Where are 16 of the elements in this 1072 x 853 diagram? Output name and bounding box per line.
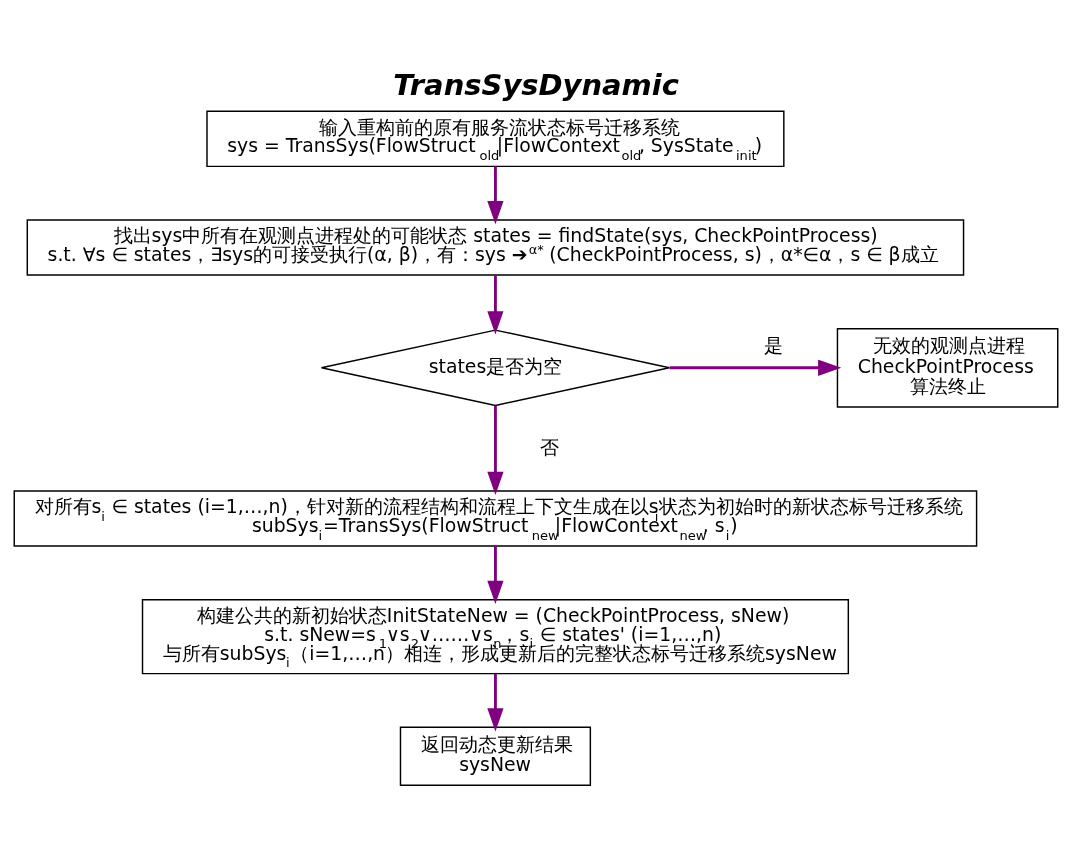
node-box: 输入重构前的原有服务流状态标号迁移系统 sys = TransSys(FlowStruct$_{old}$|FlowContext$_{old}$, SysState$_{init}$) bbox=[206, 110, 785, 168]
node-box: 对所有s$_{i}$ ∈ states (i=1,…,n)，针对新的流程结构和流程上下文生成在以s$_{i}$状态为初始时的新状态标号迁移系统 subSys$_{i}$=TransSys(FlowStruct$_{new}$|FlowContext$_{new}$, s$_{i}$) bbox=[13, 490, 978, 547]
edge-label: 否 bbox=[539, 436, 559, 458]
arrow bbox=[487, 166, 504, 225]
arrow bbox=[669, 359, 842, 376]
edge-label: 是 bbox=[763, 335, 783, 357]
node-box: 构建公共的新初始状态InitStateNew = (CheckPointProcess, sNew) s.t. sNew=s$_{1}$∨s$_{2}$∨……∨s$_{n}$，s$_{i}$ ∈ states' (i=1,…,n) 与所有subSys$_{i}$（i=1,…,n）相连，形成更新后的完整状态标号迁移系统sysNew bbox=[141, 598, 850, 675]
node-diamond: states是否为空 bbox=[320, 329, 671, 407]
arrow bbox=[487, 673, 504, 732]
arrow bbox=[487, 546, 504, 604]
node-box: 无效的观测点进程 CheckPointProcess 算法终止 bbox=[836, 327, 1059, 408]
arrow bbox=[487, 275, 504, 335]
node-box: 返回动态更新结果 sysNew bbox=[399, 726, 592, 786]
arrow bbox=[487, 405, 504, 496]
diagram-title: TransSysDynamic bbox=[393, 68, 679, 103]
node-box: 找出sys中所有在观测点进程处的可能状态 states = findState(sys, CheckPointProcess) s.t. ∀s ∈ states，∃sys的可接受执行(α, β)，有：sys ➔$^{α*}$ (CheckPointProcess, s)，α*∈α，s ∈ β成立 bbox=[26, 219, 965, 276]
